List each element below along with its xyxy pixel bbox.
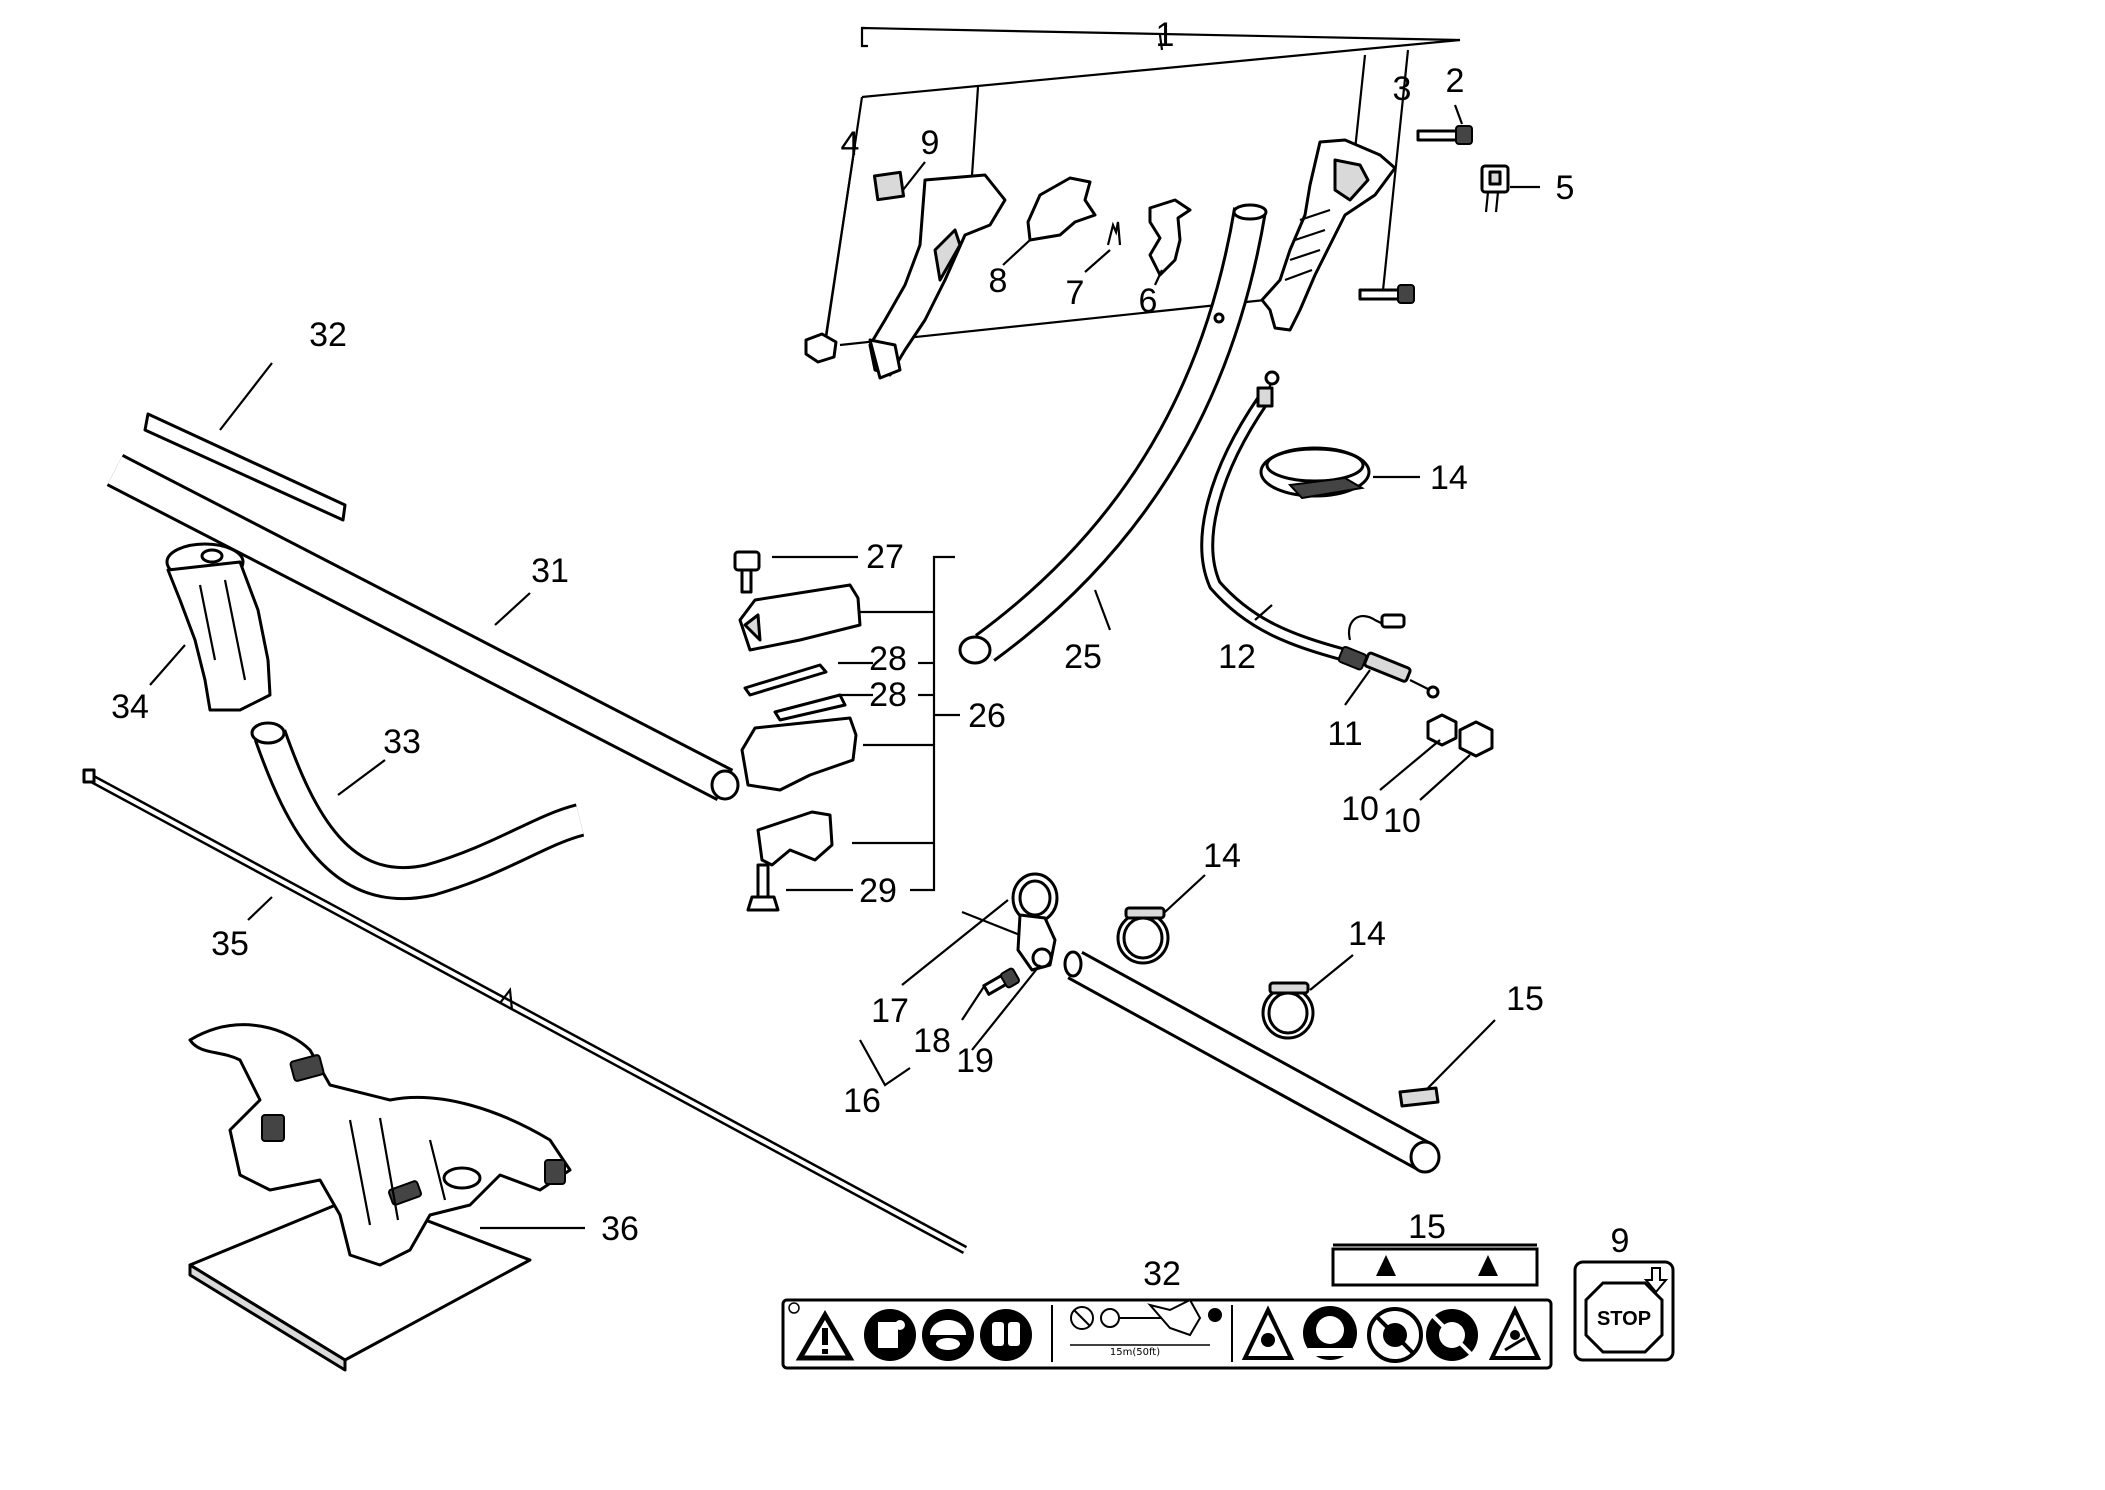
throttle-cable [1200, 370, 1494, 758]
clamp-bolt [982, 967, 1020, 996]
handle-half-left [868, 173, 1007, 377]
callout-3: 3 [1393, 70, 1412, 108]
bracket-26 [910, 555, 955, 892]
decal-32-warnings: 15m(50ft) [781, 1298, 1553, 1370]
clamp-assembly [733, 550, 960, 912]
loop-handle [250, 721, 585, 901]
callout-14-right: 14 [1348, 915, 1386, 953]
no-saw-blade-icon [1426, 1309, 1478, 1361]
helmet-icon [922, 1309, 974, 1361]
label-9 [872, 170, 906, 202]
harness [188, 1023, 572, 1372]
callout-17: 17 [871, 992, 909, 1030]
callout-15: 15 [1506, 980, 1544, 1018]
callout-28a: 28 [869, 640, 907, 678]
callout-16: 16 [843, 1082, 881, 1120]
hose-clamp-b [1261, 981, 1315, 1040]
callout-labels: 1 2 3 4 5 6 7 8 9 14 25 12 11 10 10 27 2… [111, 16, 1629, 1293]
main-tube [106, 412, 740, 801]
tube-label [143, 412, 347, 522]
front-grip [165, 542, 272, 712]
cable-strap [1259, 446, 1371, 500]
callout-18: 18 [913, 1022, 951, 1060]
callout-35: 35 [211, 925, 249, 963]
callout-9: 9 [921, 124, 940, 162]
lower-tube [1063, 950, 1441, 1174]
callout-14-mid: 14 [1203, 837, 1241, 875]
callout-29: 29 [859, 872, 897, 910]
callout-10b: 10 [1383, 802, 1421, 840]
hose-clamp-a [1116, 906, 1170, 965]
nut-10b [1458, 720, 1494, 758]
handle-nut [804, 332, 838, 364]
shaft-clamp [961, 872, 1059, 972]
callout-27: 27 [866, 538, 904, 576]
handle-half-right [1260, 138, 1397, 332]
callout-33: 33 [383, 723, 421, 761]
screw-upper [1416, 125, 1473, 145]
cable-adjuster [1337, 645, 1440, 699]
callout-5: 5 [1556, 169, 1575, 207]
throttle-trigger [1026, 176, 1097, 242]
bystander-distance-icon: 15m(50ft) [1070, 1298, 1222, 1358]
callout-19: 19 [956, 1042, 994, 1080]
callout-7: 7 [1066, 274, 1085, 312]
callout-32: 32 [309, 316, 347, 354]
leader-lines [149, 104, 1540, 1230]
callout-26: 26 [968, 697, 1006, 735]
callout-32-decal: 32 [1143, 1255, 1181, 1293]
thrown-object-icon [1241, 1305, 1295, 1360]
callout-14-top: 14 [1430, 459, 1468, 497]
callout-34: 34 [111, 688, 149, 726]
nut-10a [1426, 713, 1458, 747]
bracket-1 [860, 26, 1461, 48]
no-blade-icon [1367, 1307, 1423, 1363]
callout-25: 25 [1064, 638, 1102, 676]
screw-lower [1358, 284, 1415, 304]
callout-36: 36 [601, 1210, 639, 1248]
tube-label-15 [1398, 1086, 1440, 1108]
loop-tube [958, 203, 1268, 665]
decal-9-stop: STOP [1573, 1260, 1675, 1362]
read-manual-icon [864, 1309, 916, 1361]
gloves-icon [980, 1309, 1032, 1361]
distance-label: 15m(50ft) [1110, 1347, 1160, 1358]
callout-9-decal: 9 [1611, 1222, 1630, 1260]
callout-11: 11 [1327, 715, 1362, 753]
callout-1: 1 [1156, 16, 1175, 54]
blade-icon [1303, 1306, 1357, 1360]
stop-sign-text: STOP [1597, 1308, 1651, 1330]
cable-housing [1200, 396, 1347, 662]
callout-15-decal: 15 [1408, 1208, 1446, 1246]
warning-triangle-icon [795, 1310, 855, 1361]
callout-10a: 10 [1341, 790, 1379, 828]
bracket-16 [859, 1039, 911, 1087]
callout-12: 12 [1218, 638, 1256, 676]
callout-31: 31 [531, 552, 569, 590]
callout-28b: 28 [869, 676, 907, 714]
handle-assembly [804, 26, 1510, 380]
drive-shaft [82, 768, 968, 1254]
callout-8: 8 [989, 262, 1008, 300]
spring-7 [1106, 221, 1122, 246]
callout-4: 4 [841, 125, 860, 163]
decal-15 [1331, 1243, 1539, 1287]
stop-switch [1480, 164, 1510, 213]
callout-2: 2 [1446, 62, 1465, 100]
lockout-lever [1148, 198, 1192, 277]
kickback-warning-icon [1488, 1305, 1542, 1360]
callout-6: 6 [1139, 282, 1158, 320]
